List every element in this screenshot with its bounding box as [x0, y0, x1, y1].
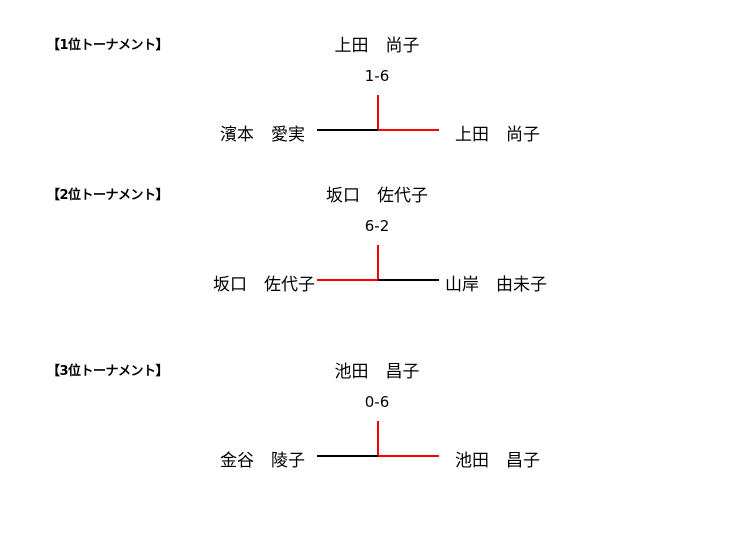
left-player: 濱本 愛実: [220, 125, 305, 145]
tournament-label: 【3位トーナメント】: [47, 364, 169, 379]
tournament-label: 【2位トーナメント】: [47, 188, 169, 203]
tournament-1: 【1位トーナメント】 上田 尚子 1-6 濱本 愛実 上田 尚子: [0, 0, 745, 145]
left-player: 坂口 佐代子: [213, 275, 315, 295]
right-player: 池田 昌子: [455, 451, 540, 471]
left-player: 金谷 陵子: [220, 451, 305, 471]
tournament-2: 【2位トーナメント】 坂口 佐代子 6-2 坂口 佐代子 山岸 由未子: [0, 150, 745, 295]
bracket-left-line: [317, 129, 378, 131]
champion-name: 坂口 佐代子: [326, 186, 428, 206]
tournament-3: 【3位トーナメント】 池田 昌子 0-6 金谷 陵子 池田 昌子: [0, 326, 745, 471]
tournament-label: 【1位トーナメント】: [47, 38, 169, 53]
bracket-left-line: [317, 279, 378, 281]
bracket-right-line: [378, 129, 439, 131]
bracket-vertical-line: [377, 95, 379, 130]
bracket-vertical-line: [377, 245, 379, 280]
match-score: 6-2: [364, 217, 390, 235]
bracket-right-line: [378, 279, 439, 281]
champion-name: 池田 昌子: [334, 362, 420, 382]
bracket-left-line: [317, 455, 378, 457]
bracket-vertical-line: [377, 421, 379, 456]
champion-name: 上田 尚子: [334, 36, 420, 56]
bracket-right-line: [378, 455, 439, 457]
right-player: 山岸 由未子: [445, 275, 547, 295]
match-score: 1-6: [364, 67, 390, 85]
match-score: 0-6: [364, 393, 390, 411]
right-player: 上田 尚子: [455, 125, 540, 145]
